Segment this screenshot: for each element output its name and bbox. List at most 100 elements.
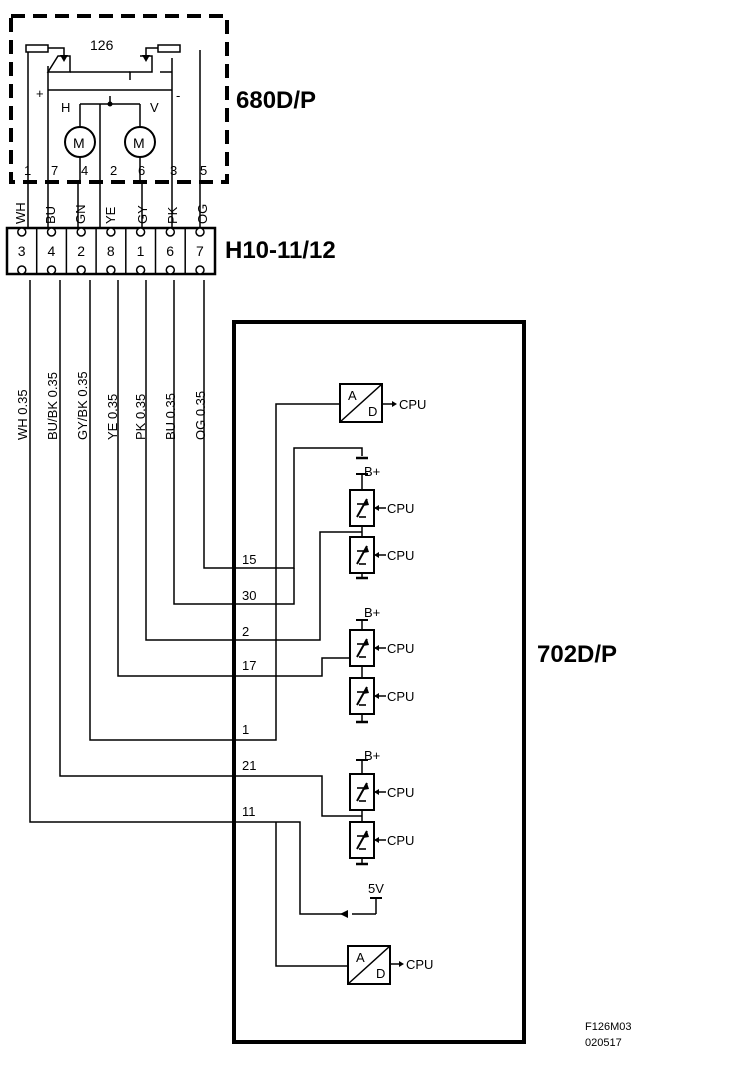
sensor-pin-5: 5 [200, 163, 207, 178]
motor-h-label: H [61, 100, 70, 115]
sensor-pin-2: 2 [110, 163, 117, 178]
ecu-pin-11: 11 [242, 804, 256, 819]
pot-right [129, 47, 158, 80]
resistor-left [25, 44, 49, 53]
connector-terminal-top [46, 227, 57, 237]
adc-bottom: A D [347, 945, 391, 985]
pot-left [46, 47, 71, 73]
cpu-arrowhead [374, 693, 379, 699]
wire-color-top-2: GN [73, 205, 88, 225]
cpu-arrowhead [374, 789, 379, 795]
sensor-pin-6: 6 [138, 163, 145, 178]
ecu-pin-21: 21 [242, 758, 256, 773]
sensor-pin-7: 7 [51, 163, 58, 178]
figure-code: F126M03 [585, 1021, 631, 1033]
bplus-3: B+ [364, 748, 380, 763]
wire-color-top-6: OG [195, 204, 210, 224]
cpu-label-6: CPU [387, 833, 414, 848]
wire-color-top-5: PK [165, 206, 180, 224]
connector-pin-2: 2 [77, 243, 85, 259]
wire-label-lower-0: WH 0.35 [15, 389, 30, 440]
connector-pin-3: 3 [18, 243, 26, 259]
adc-bottom-d: D [376, 966, 385, 981]
sensor-box-dashed [9, 14, 229, 184]
sensor-number: 126 [90, 37, 114, 53]
ecu-pin-15: 15 [242, 552, 256, 567]
supply-5v: 5V [368, 881, 384, 896]
sensor-label: 680D/P [236, 87, 316, 114]
connector-terminal-bottom [195, 265, 205, 275]
sensor-pin-1: 1 [24, 163, 31, 178]
connector-terminal-bottom [76, 265, 86, 275]
cpu-arrowhead [374, 645, 379, 651]
pot-right-arrow [142, 55, 150, 62]
plus-sign: + [36, 86, 44, 101]
wire-color-top-3: YE [103, 206, 118, 224]
wire-color-top-0: WH [13, 202, 28, 224]
cpu-arrowhead [374, 505, 379, 511]
connector-terminal-bottom [165, 265, 176, 275]
top-internal-wires [27, 50, 201, 228]
wire-label-lower-1: BU/BK 0.35 [45, 372, 60, 440]
connector-terminal-top [165, 227, 176, 237]
bplus-1: B+ [364, 464, 380, 479]
half-bridge-3 [349, 759, 375, 866]
resistor-right [157, 44, 181, 53]
connector-pin-4: 4 [48, 243, 56, 259]
adc-bottom-a: A [356, 950, 365, 965]
connector-pin-8: 8 [107, 243, 115, 259]
connector-terminal-bottom [106, 265, 116, 275]
sensor-pin-4: 4 [81, 163, 88, 178]
cpu-label-0: CPU [399, 397, 426, 412]
connector-pin-7: 7 [196, 243, 204, 259]
sensor-pin-3: 3 [170, 163, 177, 178]
ecu-box [232, 320, 526, 1044]
wire-label-lower-5: BU 0.35 [163, 393, 178, 440]
wire-label-lower-3: YE 0.35 [105, 394, 120, 440]
motor-v-symbol: M [133, 135, 145, 151]
arrow-5v [340, 910, 348, 918]
connector-pin-6: 6 [166, 243, 174, 259]
half-bridge-2 [349, 619, 375, 724]
wire-label-lower-4: PK 0.35 [133, 394, 148, 440]
bplus-2: B+ [364, 605, 380, 620]
cpu-arrowhead [374, 837, 379, 843]
cpu-label-7: CPU [406, 957, 433, 972]
cpu-label-2: CPU [387, 548, 414, 563]
wire-color-top-4: GY [135, 205, 150, 224]
connector-terminal-top [106, 227, 116, 237]
connector-terminal-top [135, 227, 146, 237]
ecu-pin-1: 1 [242, 722, 249, 737]
half-bridge-1 [349, 473, 375, 580]
cpu-label-3: CPU [387, 641, 414, 656]
wire-label-lower-6: OG 0.35 [193, 391, 208, 440]
ecu-label: 702D/P [537, 641, 617, 668]
connector-terminal-top [76, 227, 86, 237]
ecu-pin-2: 2 [242, 624, 249, 639]
connector-terminal-top [195, 227, 205, 237]
wire-color-top-1: BU [43, 206, 58, 224]
pot-left-arrow [60, 55, 68, 62]
adc-top: A D [339, 383, 383, 423]
adc-top-a: A [348, 388, 357, 403]
connector-terminal-bottom [17, 265, 27, 275]
cpu-label-5: CPU [387, 785, 414, 800]
ecu-wires [29, 280, 363, 967]
figure-date: 020517 [585, 1037, 622, 1049]
motor-h-symbol: M [73, 135, 85, 151]
motor-v-label: V [150, 100, 159, 115]
cpu-label-1: CPU [387, 501, 414, 516]
ecu-pin-30: 30 [242, 588, 256, 603]
ecu-pin-17: 17 [242, 658, 256, 673]
connector-terminal-bottom [46, 265, 57, 275]
cpu-label-4: CPU [387, 689, 414, 704]
adc-top-d: D [368, 404, 377, 419]
connector-terminal-bottom [135, 265, 146, 275]
connector-terminal-top [17, 227, 27, 237]
connector-pin-1: 1 [137, 243, 145, 259]
wire-label-lower-2: GY/BK 0.35 [75, 371, 90, 440]
cpu-arrowhead [392, 401, 397, 407]
cpu-arrowhead [374, 552, 379, 558]
cpu-arrowhead [399, 961, 404, 967]
